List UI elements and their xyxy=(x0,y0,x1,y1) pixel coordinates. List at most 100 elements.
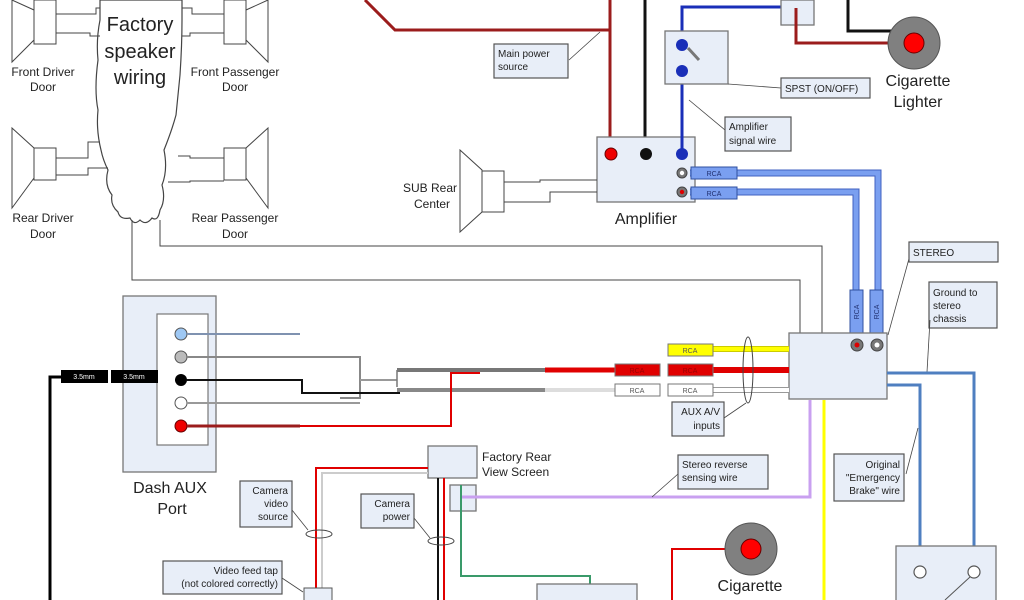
video-tap-box xyxy=(303,587,333,600)
svg-text:sensing wire: sensing wire xyxy=(682,473,738,484)
amp-power-terminal xyxy=(604,147,618,161)
speaker-label: Door xyxy=(30,227,56,241)
aux-jack-white xyxy=(174,396,188,410)
svg-text:SUB Rear: SUB Rear xyxy=(403,181,457,195)
svg-text:View Screen: View Screen xyxy=(482,465,549,479)
cigarette-lighter-bottom: Cigarette xyxy=(671,522,783,600)
amp-remote-terminal xyxy=(676,148,688,160)
callout-amp-signal: Amplifier signal wire xyxy=(724,116,792,152)
ebrake-switch xyxy=(895,545,997,600)
amp-rca-cables: RCA RCA RCA RCA xyxy=(690,166,884,336)
aux-av-cables: RCA RCA RCA xyxy=(667,336,789,419)
svg-text:power: power xyxy=(383,512,411,523)
speaker-cone-icon xyxy=(245,0,269,64)
speaker-rear-driver: Rear Driver Door xyxy=(11,126,108,241)
amp-rca-jack-red xyxy=(679,189,685,195)
main-power-wire xyxy=(363,0,647,152)
svg-text:RCA: RCA xyxy=(707,171,722,178)
callout-reverse-sensing: Stereo reverse sensing wire xyxy=(677,454,769,490)
svg-text:SPST (ON/OFF): SPST (ON/OFF) xyxy=(785,84,858,95)
svg-text:Port: Port xyxy=(157,501,187,518)
svg-text:chassis: chassis xyxy=(933,314,966,325)
factory-wiring-label-1: Factory xyxy=(107,14,174,36)
aux-jack-black xyxy=(175,374,187,386)
ground-chassis-wire xyxy=(887,371,976,572)
speaker-label: Door xyxy=(222,80,248,94)
callout-video-tap: Video feed tap (not colored correctly) xyxy=(162,560,283,595)
speaker-label: Door xyxy=(222,227,248,241)
aux-jack-red xyxy=(174,419,188,433)
svg-text:Stereo reverse: Stereo reverse xyxy=(682,460,748,471)
speaker-label: Door xyxy=(30,80,56,94)
svg-text:RCA: RCA xyxy=(630,388,645,395)
svg-text:RCA: RCA xyxy=(854,304,861,319)
svg-text:RCA: RCA xyxy=(683,348,698,355)
svg-text:RCA: RCA xyxy=(707,191,722,198)
callout-camera-video: Camera video source xyxy=(239,480,293,528)
reverse-sensing-wire xyxy=(460,400,812,499)
svg-text:"Emergency: "Emergency xyxy=(846,473,900,484)
amp-ground-terminal xyxy=(640,148,652,160)
speaker-cone-icon xyxy=(11,126,35,210)
callout-camera-power: Camera power xyxy=(360,493,415,529)
svg-text:(not colored correctly): (not colored correctly) xyxy=(181,579,278,590)
svg-text:Cigarette: Cigarette xyxy=(886,73,951,90)
factory-wiring-cloud xyxy=(95,0,183,224)
svg-text:Amplifier: Amplifier xyxy=(729,122,769,133)
svg-text:RCA: RCA xyxy=(683,388,698,395)
aux-jack-blue xyxy=(174,327,188,341)
amplifier-label: Amplifier xyxy=(615,211,678,228)
svg-text:Video feed tap: Video feed tap xyxy=(214,566,279,577)
speaker-magnet-icon xyxy=(223,0,247,45)
svg-text:Factory Rear: Factory Rear xyxy=(482,450,551,464)
callout-ebrake: Original "Emergency Brake" wire xyxy=(833,453,905,502)
svg-text:video: video xyxy=(264,499,288,510)
speaker-label: Rear Passenger xyxy=(192,211,279,225)
svg-text:Brake" wire: Brake" wire xyxy=(849,486,900,497)
stereo xyxy=(788,332,888,400)
camera-trigger-green-wire xyxy=(460,485,591,592)
svg-text:signal wire: signal wire xyxy=(729,136,777,147)
svg-text:Dash AUX: Dash AUX xyxy=(133,480,207,497)
cigarette-lighter-top: Cigarette Lighter xyxy=(780,0,951,111)
callout-aux-av: AUX A/V inputs xyxy=(671,401,725,437)
svg-text:Cigarette: Cigarette xyxy=(718,578,783,595)
svg-text:Camera: Camera xyxy=(252,486,288,497)
svg-text:STEREO: STEREO xyxy=(913,248,954,259)
aux-3-5mm-cable: 3.5mm 3.5mm xyxy=(48,370,158,600)
speaker-front-passenger: Front Passenger Door xyxy=(182,0,279,94)
speaker-wire-b xyxy=(159,220,823,335)
speaker-wire-a xyxy=(131,220,801,335)
speaker-front-driver: Front Driver Door xyxy=(11,0,100,94)
svg-text:3.5mm: 3.5mm xyxy=(123,374,145,381)
speaker-magnet-icon xyxy=(33,147,57,181)
factory-speaker-wiring: Factory speaker wiring xyxy=(95,0,823,335)
factory-wiring-label-3: wiring xyxy=(113,67,166,89)
aux-wires: RCA RCA xyxy=(187,333,661,428)
speaker-sub: SUB Rear Center xyxy=(403,148,597,234)
dash-aux-port: Dash AUX Port xyxy=(122,295,217,518)
callout-stereo: STEREO xyxy=(908,241,999,263)
svg-text:RCA: RCA xyxy=(630,368,645,375)
factory-rear-view-screen: Factory Rear View Screen xyxy=(427,445,551,512)
svg-text:stereo: stereo xyxy=(933,301,961,312)
svg-text:Lighter: Lighter xyxy=(894,94,944,111)
svg-text:AUX A/V: AUX A/V xyxy=(681,407,720,418)
callout-ground-stereo: Ground to stereo chassis xyxy=(928,281,998,329)
svg-text:Center: Center xyxy=(414,197,450,211)
speaker-label: Rear Driver xyxy=(12,211,73,225)
amp-rca-jack-white xyxy=(679,170,685,176)
svg-text:source: source xyxy=(498,62,528,73)
camera-box xyxy=(536,583,638,600)
camera-video-red-wire xyxy=(315,467,428,600)
svg-text:3.5mm: 3.5mm xyxy=(73,374,95,381)
speaker-rear-passenger: Rear Passenger Door xyxy=(168,126,279,241)
svg-text:Camera: Camera xyxy=(374,499,410,510)
svg-text:inputs: inputs xyxy=(693,421,720,432)
svg-text:source: source xyxy=(258,512,288,523)
factory-wiring-label-2: speaker xyxy=(104,41,175,63)
speaker-label: Front Driver xyxy=(11,65,74,79)
callout-spst: SPST (ON/OFF) xyxy=(780,77,871,99)
speaker-cone-icon xyxy=(11,0,35,64)
